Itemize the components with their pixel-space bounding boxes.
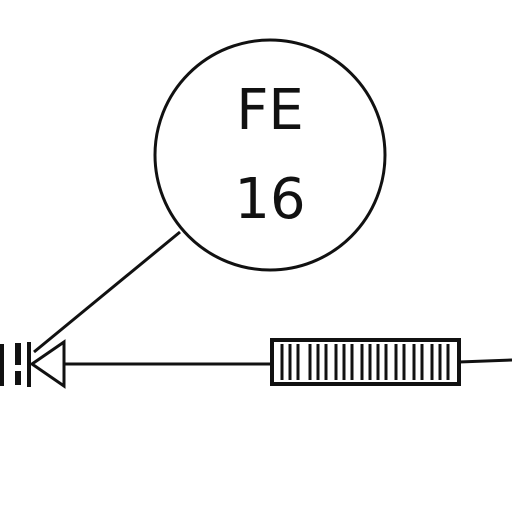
ribbed-component xyxy=(270,338,461,386)
tag-number: 16 xyxy=(234,167,305,232)
dashed-marker-upper xyxy=(15,343,21,365)
leader-line xyxy=(33,230,181,354)
dashed-marker-lower xyxy=(15,371,21,385)
end-cap-tick xyxy=(0,344,4,386)
process-line-right xyxy=(458,358,512,364)
tag-letters: FE xyxy=(236,78,304,143)
ribbed-component-frame xyxy=(270,338,461,386)
flow-element-symbol xyxy=(0,339,66,389)
instrument-balloon: FE 16 xyxy=(153,38,387,272)
balloon-circle xyxy=(153,38,387,272)
